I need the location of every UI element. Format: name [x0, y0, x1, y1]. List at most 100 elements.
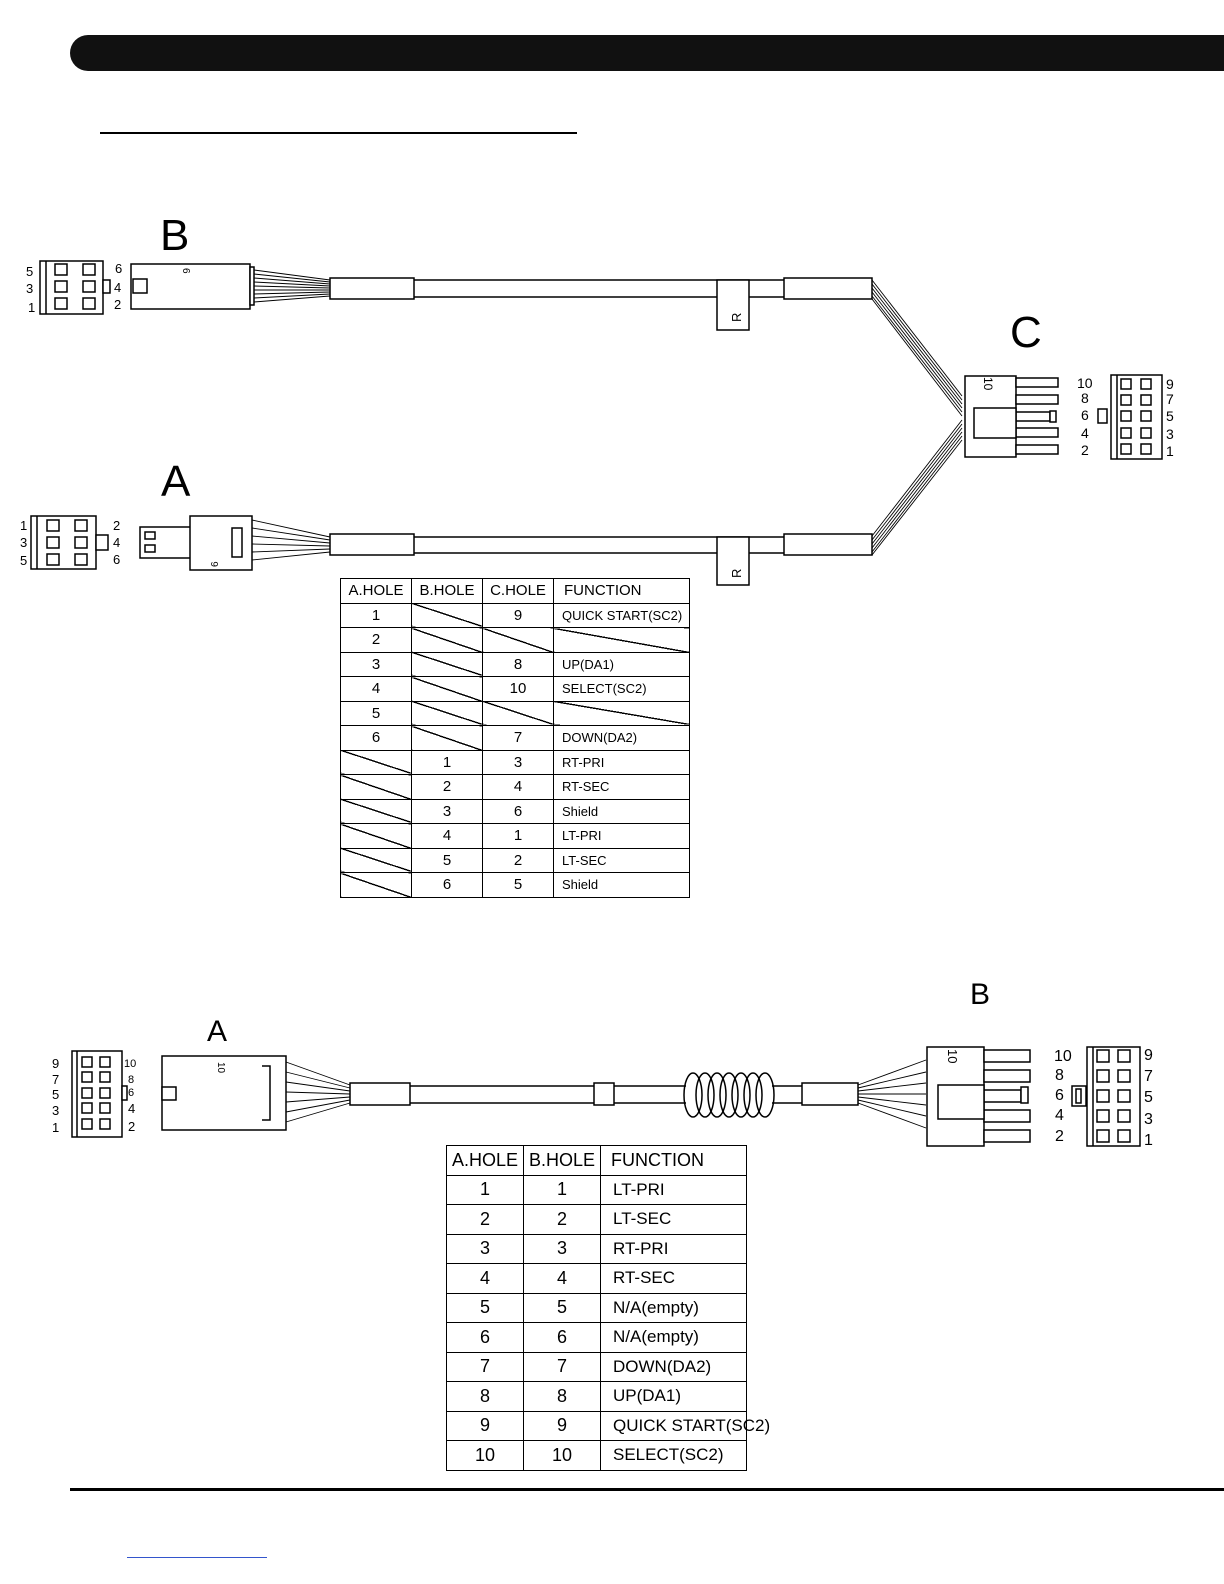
connector-a-pin-label: 6: [113, 552, 120, 567]
connector-2a-pin-label: 3: [52, 1103, 59, 1118]
connector-a-pin-label: 5: [20, 553, 27, 568]
connector-a-pin-label: 3: [20, 535, 27, 550]
table-cell: LT-SEC: [553, 847, 690, 873]
table-cell: LT-SEC: [600, 1204, 747, 1235]
table-cell: 8: [482, 651, 554, 677]
table-cell: 1: [482, 823, 554, 849]
table-header-row: A.HOLE B.HOLE FUNCTION: [446, 1145, 747, 1176]
connector-2b-pin-label: 6: [1055, 1087, 1064, 1104]
table-cell: 8: [523, 1381, 601, 1412]
table-cell-empty: [482, 700, 554, 726]
table-cell-empty: [340, 749, 412, 775]
connector-2b-pin-label: 8: [1055, 1067, 1064, 1084]
table-cell-empty: [553, 700, 690, 726]
table-cell: SELECT(SC2): [553, 676, 690, 702]
connector-b-pin-label: 2: [114, 297, 121, 312]
section-title-rule: [100, 132, 577, 134]
connector-2a-pin-label: 6: [128, 1087, 134, 1099]
table-cell: 3: [482, 749, 554, 775]
connector-2a-pin-mark: 10: [215, 1062, 226, 1074]
table-cell: 9: [446, 1410, 524, 1441]
table-cell: LT-PRI: [553, 823, 690, 849]
table-cell: 1: [446, 1174, 524, 1205]
connector-2a-pin-label: 2: [128, 1119, 135, 1134]
table-cell: 4: [523, 1263, 601, 1294]
connector-a-face-view: 1 3 5 2 4 6: [20, 515, 120, 570]
connector-c-pin-label: 7: [1166, 391, 1174, 407]
table-cell-empty: [553, 627, 690, 653]
table-cell: 10: [446, 1440, 524, 1471]
connector-2b-pin-label: 10: [1054, 1048, 1072, 1065]
footer-rule: [70, 1488, 1224, 1491]
table-cell: 1: [411, 749, 483, 775]
column-header: B.HOLE: [411, 578, 483, 604]
table-cell: 7: [446, 1351, 524, 1382]
connector-c-pin-label: 4: [1081, 425, 1089, 441]
table-cell: SELECT(SC2): [600, 1440, 747, 1471]
connector-2a-pin-label: 10: [124, 1058, 136, 1070]
table-cell: 2: [340, 627, 412, 653]
table-cell: RT-PRI: [600, 1233, 747, 1264]
connector-2b-side-view: B 10: [926, 978, 1031, 1147]
table-cell: 4: [411, 823, 483, 849]
table-cell: UP(DA1): [600, 1381, 747, 1412]
table-cell: UP(DA1): [553, 651, 690, 677]
connector-2b-pin-mark: 10: [945, 1049, 960, 1063]
table-cell: 4: [482, 774, 554, 800]
connector-2a-side-view: A 10: [161, 1015, 411, 1131]
table-cell: 3: [523, 1233, 601, 1264]
connector-a-pin-label: 2: [113, 518, 120, 533]
connector-c-pin-label: 1: [1166, 443, 1174, 459]
table-cell: 9: [523, 1410, 601, 1441]
table-cell: RT-PRI: [553, 749, 690, 775]
table-cell-empty: [340, 798, 412, 824]
column-header: C.HOLE: [482, 578, 554, 604]
connector-b-pin-label: 3: [26, 281, 33, 296]
connector-c-pin-label: 9: [1166, 376, 1174, 392]
table-cell-empty: [411, 725, 483, 751]
connector-a-label: A: [161, 457, 191, 506]
table-cell: DOWN(DA2): [553, 725, 690, 751]
table-cell: Shield: [553, 872, 690, 898]
table-cell: 2: [446, 1204, 524, 1235]
connector-c-pin-label: 5: [1166, 408, 1174, 424]
table-cell: 1: [340, 602, 412, 628]
ring-marker-label: R: [729, 569, 744, 578]
cable-a-to-c: R: [414, 533, 873, 586]
connector-2a-pin-label: 7: [52, 1072, 59, 1087]
connector-c-pin-label: 10: [1077, 375, 1093, 391]
table-cell: 4: [340, 676, 412, 702]
connector-a-pin-label: 1: [20, 518, 27, 533]
connector-a-side-view: A 6: [139, 457, 415, 571]
table-cell: 6: [446, 1322, 524, 1353]
table-cell-empty: [340, 823, 412, 849]
table-cell-empty: [411, 602, 483, 628]
table-cell: N/A(empty): [600, 1292, 747, 1323]
cable-coil: [683, 1072, 775, 1118]
connector-b-pin-label: 4: [114, 280, 121, 295]
connector-c-fan-wires: [871, 279, 963, 556]
table-cell: 8: [446, 1381, 524, 1412]
connector-2b-pin-label: 1: [1144, 1132, 1153, 1149]
connector-2a-pin-label: 4: [128, 1101, 135, 1116]
table-row: 5: [340, 700, 690, 726]
table-cell: 1: [523, 1174, 601, 1205]
connector-b-face-view: 5 3 1 6 4 2: [26, 260, 122, 315]
table-cell: 6: [411, 872, 483, 898]
table-cell-empty: [411, 700, 483, 726]
connector-2b-pin-label: 7: [1144, 1068, 1153, 1085]
header-bar: [70, 35, 1224, 71]
